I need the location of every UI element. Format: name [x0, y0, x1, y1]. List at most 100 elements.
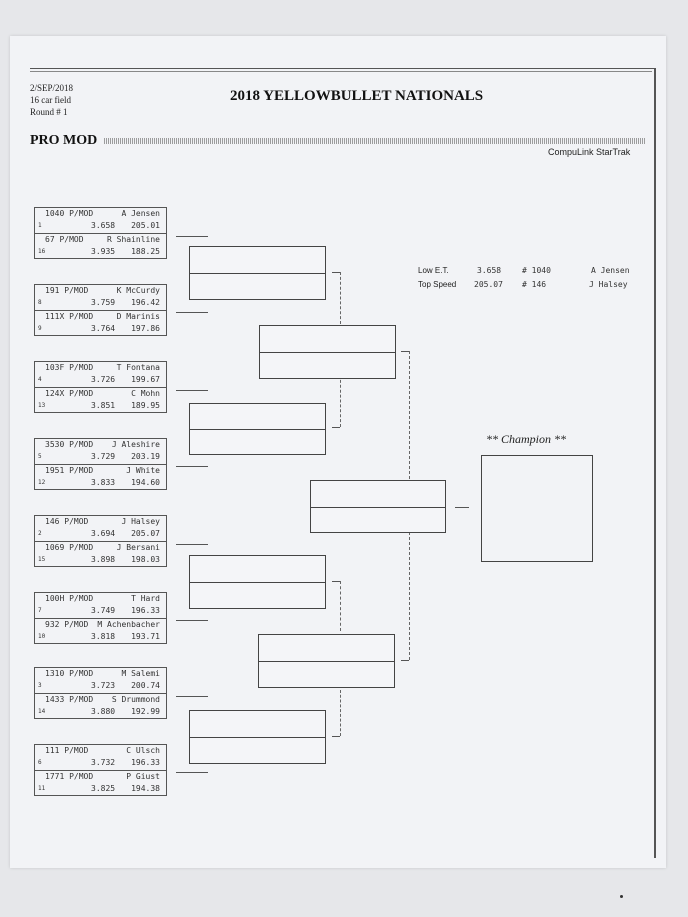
elapsed-time: 3.732	[91, 758, 116, 767]
driver-name: M Achenbacher	[97, 620, 160, 629]
car-number: 1040 P/MOD	[45, 209, 94, 218]
seed: 9	[38, 325, 42, 332]
speed: 194.38	[131, 784, 160, 793]
quarterfinal-slot-3	[189, 555, 326, 609]
connector	[176, 620, 208, 621]
pair-5: 146 P/MOD J Halsey 2 3.694 205.07 1069 P…	[34, 515, 167, 567]
connector	[332, 581, 340, 582]
low-et-car: # 1040	[522, 266, 551, 275]
elapsed-time: 3.833	[91, 478, 116, 487]
elapsed-time: 3.729	[91, 452, 116, 461]
elapsed-time: 3.818	[91, 632, 116, 641]
car-number: 100H P/MOD	[45, 594, 94, 603]
event-info: 2/SEP/2018 16 car field Round # 1	[30, 82, 73, 118]
speed: 196.42	[131, 298, 160, 307]
elapsed-time: 3.935	[91, 247, 116, 256]
event-title: 2018 YELLOWBULLET NATIONALS	[230, 88, 484, 104]
car-number: 67 P/MOD	[45, 235, 84, 244]
pair-1: 1040 P/MOD A Jensen 1 3.658 205.01 67 P/…	[34, 207, 167, 259]
lane-top: 3530 P/MOD J Aleshire 5 3.729 203.19	[35, 439, 166, 464]
car-number: 932 P/MOD	[45, 620, 89, 629]
speed: 203.19	[131, 452, 160, 461]
lane-bottom: 932 P/MOD M Achenbacher 10 3.818 193.71	[35, 618, 166, 644]
car-number: 1951 P/MOD	[45, 466, 94, 475]
connector	[340, 272, 341, 324]
top-speed-car: # 146	[522, 280, 547, 289]
elapsed-time: 3.825	[91, 784, 116, 793]
driver-name: J Aleshire	[111, 440, 160, 449]
car-number: 191 P/MOD	[45, 286, 89, 295]
driver-name: S Drummond	[111, 695, 160, 704]
elapsed-time: 3.880	[91, 707, 116, 716]
low-et-driver: A Jensen	[591, 266, 630, 275]
car-number: 3530 P/MOD	[45, 440, 94, 449]
elapsed-time: 3.764	[91, 324, 116, 333]
quarterfinal-slot-2	[189, 403, 326, 455]
seed: 13	[38, 402, 46, 409]
speed: 198.03	[131, 555, 160, 564]
lane-top: 146 P/MOD J Halsey 2 3.694 205.07	[35, 516, 166, 541]
top-speed-value: 205.07	[474, 280, 503, 289]
car-number: 103F P/MOD	[45, 363, 94, 372]
quarterfinal-slot-4	[189, 710, 326, 764]
lane-top: 191 P/MOD K McCurdy 8 3.759 196.42	[35, 285, 166, 310]
champion-label: ** Champion **	[486, 432, 567, 446]
car-number: 111X P/MOD	[45, 312, 94, 321]
low-et-label: Low E.T.	[418, 266, 449, 275]
bracket-sheet	[10, 36, 666, 868]
lane-top: 1040 P/MOD A Jensen 1 3.658 205.01	[35, 208, 166, 233]
elapsed-time: 3.749	[91, 606, 116, 615]
connector	[340, 690, 341, 736]
driver-name: R Shainline	[107, 235, 160, 244]
driver-name: K McCurdy	[116, 286, 160, 295]
pair-7: 1310 P/MOD M Salemi 3 3.723 200.74 1433 …	[34, 667, 167, 719]
driver-name: J White	[126, 466, 160, 475]
seed: 7	[38, 607, 42, 614]
car-number: 111 P/MOD	[45, 746, 89, 755]
driver-name: C Mohn	[131, 389, 160, 398]
lane-bottom: 1951 P/MOD J White 12 3.833 194.60	[35, 464, 166, 490]
connector	[401, 660, 409, 661]
seed: 16	[38, 248, 46, 255]
car-number: 1433 P/MOD	[45, 695, 94, 704]
elapsed-time: 3.694	[91, 529, 116, 538]
elapsed-time: 3.898	[91, 555, 116, 564]
driver-name: C Ulsch	[126, 746, 160, 755]
speed: 189.95	[131, 401, 160, 410]
speed: 196.33	[131, 758, 160, 767]
timing-system: CompuLink StarTrak	[548, 147, 631, 157]
pair-2: 191 P/MOD K McCurdy 8 3.759 196.42 111X …	[34, 284, 167, 336]
right-border	[654, 68, 656, 858]
lane-top: 103F P/MOD T Fontana 4 3.726 199.67	[35, 362, 166, 387]
lane-bottom: 1771 P/MOD P Giust 11 3.825 194.38	[35, 770, 166, 796]
pair-3: 103F P/MOD T Fontana 4 3.726 199.67 124X…	[34, 361, 167, 413]
seed: 14	[38, 708, 46, 715]
class-title: PRO MOD	[30, 133, 98, 148]
connector	[332, 736, 340, 737]
event-date: 2/SEP/2018	[30, 83, 74, 93]
driver-name: D Marinis	[116, 312, 160, 321]
seed: 5	[38, 453, 42, 460]
seed: 8	[38, 299, 42, 306]
seed: 3	[38, 682, 42, 689]
speed: 196.33	[131, 606, 160, 615]
car-number: 1771 P/MOD	[45, 772, 94, 781]
pair-4: 3530 P/MOD J Aleshire 5 3.729 203.19 195…	[34, 438, 167, 490]
car-number: 124X P/MOD	[45, 389, 94, 398]
pair-6: 100H P/MOD T Hard 7 3.749 196.33 932 P/M…	[34, 592, 167, 644]
pair-8: 111 P/MOD C Ulsch 6 3.732 196.33 1771 P/…	[34, 744, 167, 796]
speed: 193.71	[131, 632, 160, 641]
driver-name: T Fontana	[116, 363, 160, 372]
seed: 4	[38, 376, 42, 383]
driver-name: J Halsey	[121, 517, 160, 526]
elapsed-time: 3.759	[91, 298, 116, 307]
lane-top: 100H P/MOD T Hard 7 3.749 196.33	[35, 593, 166, 618]
lane-bottom: 67 P/MOD R Shainline 16 3.935 188.25	[35, 233, 166, 259]
car-number: 146 P/MOD	[45, 517, 89, 526]
seed: 2	[38, 530, 42, 537]
semifinal-slot-2	[258, 634, 395, 688]
top-border-inner	[30, 71, 652, 72]
semifinal-slot-1	[259, 325, 396, 379]
connector	[176, 236, 208, 237]
connector	[176, 390, 208, 391]
